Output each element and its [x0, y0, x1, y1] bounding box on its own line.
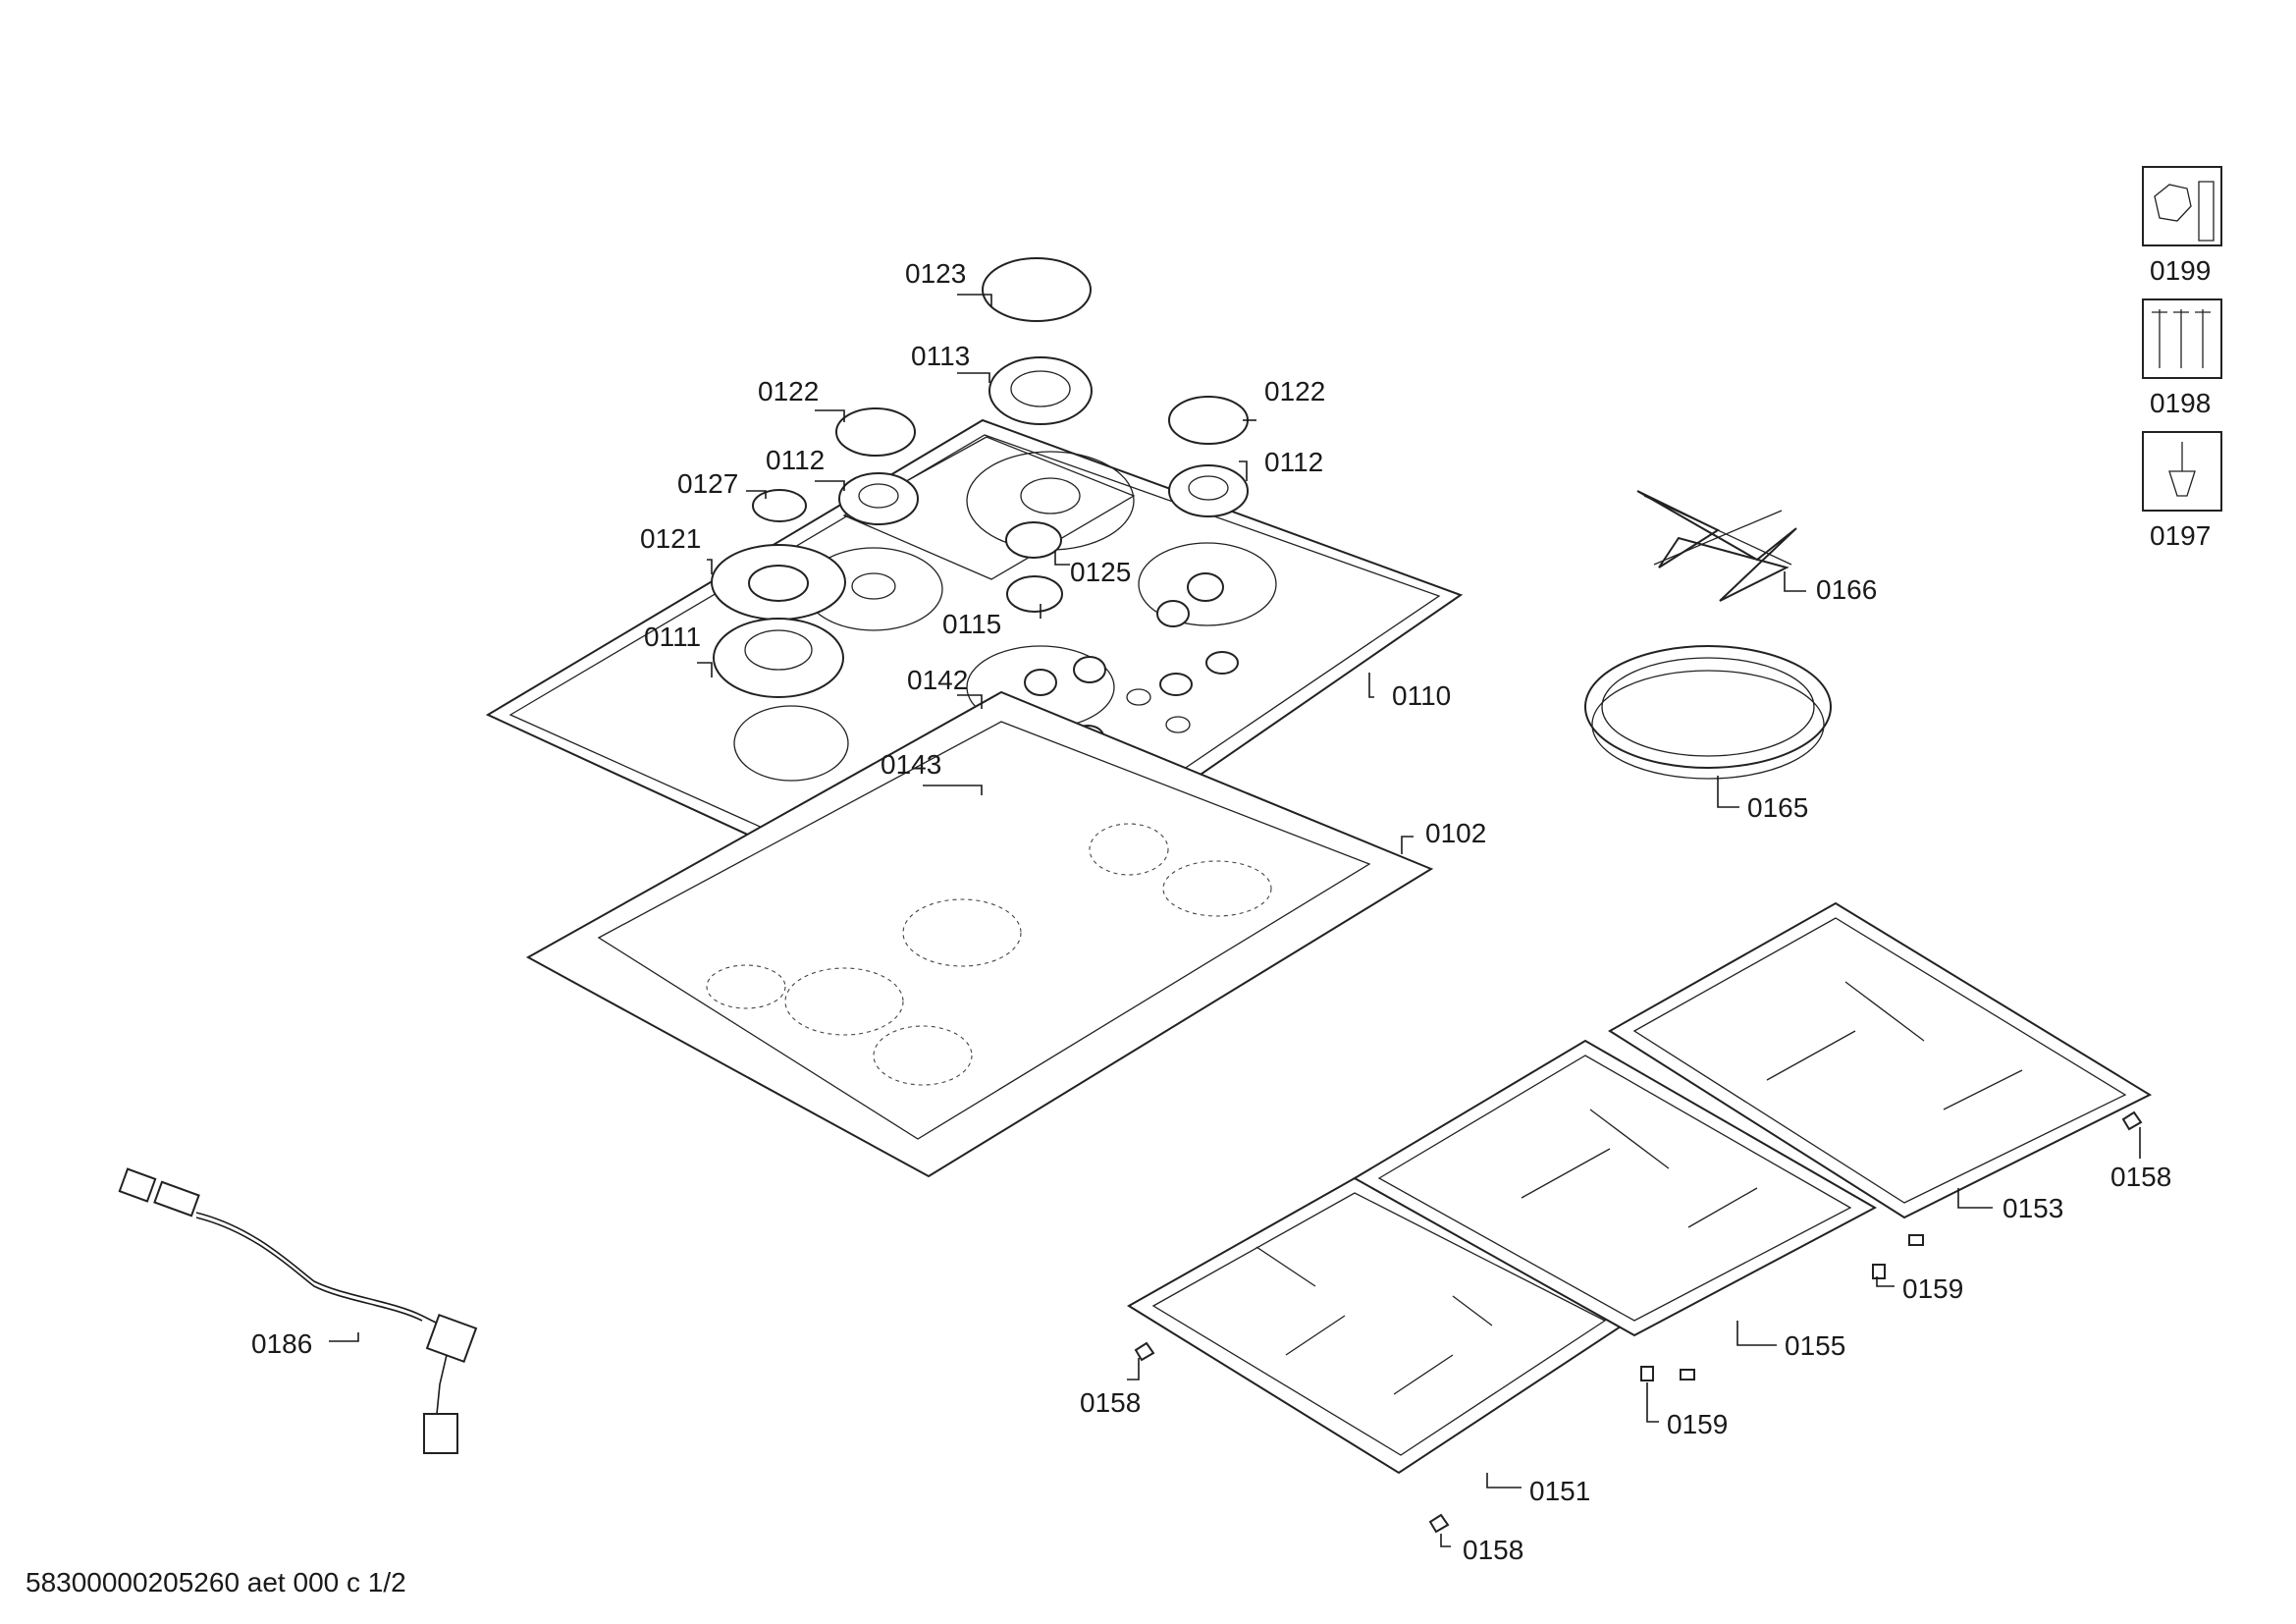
icon-label-0197: 0197	[2150, 520, 2211, 551]
callout-0186: 0186	[251, 1328, 312, 1359]
wok-burner	[713, 618, 844, 698]
callout-0158-left: 0158	[1080, 1387, 1141, 1418]
callout-0158-right: 0158	[2110, 1162, 2171, 1192]
pan-support-0155	[1353, 1039, 1878, 1337]
hob-bottom-tray	[525, 690, 1434, 1178]
pan-support-0153	[1608, 901, 2153, 1219]
callout-0159-left: 0159	[1667, 1409, 1728, 1439]
callout-0121: 0121	[640, 523, 701, 554]
screwdriver-icon	[2142, 431, 2222, 512]
callout-labels: 0123 0113 0122 0122 0112 0112 0127 0121 …	[251, 255, 2211, 1565]
callout-0112-left: 0112	[766, 445, 825, 475]
burners	[711, 257, 1249, 698]
callout-0127: 0127	[677, 468, 738, 499]
callout-0159-right: 0159	[1902, 1273, 1963, 1304]
wok-support-ring	[1584, 645, 1832, 780]
wok-support-cross	[1636, 490, 1797, 602]
screws-icon	[2142, 298, 2222, 379]
burner-cap-aux	[1005, 521, 1062, 559]
callout-0112-right: 0112	[1264, 447, 1323, 477]
burner-cap-small	[752, 489, 807, 522]
burner-large	[988, 356, 1093, 425]
callout-0151: 0151	[1529, 1476, 1590, 1506]
callout-0142: 0142	[907, 665, 968, 695]
callout-0115: 0115	[942, 609, 1001, 639]
burner-left	[838, 472, 919, 525]
power-cable	[118, 1167, 478, 1454]
nut-wrench-icon	[2142, 166, 2222, 246]
callout-0110: 0110	[1392, 680, 1451, 711]
burner-cap-large	[982, 257, 1092, 322]
callout-0102: 0102	[1425, 818, 1486, 848]
burner-cap-left	[835, 407, 916, 457]
callout-0143: 0143	[881, 749, 941, 780]
callout-0113: 0113	[911, 341, 970, 371]
document-footer: 58300000205260 aet 000 c 1/2	[26, 1567, 406, 1597]
callout-0158-bottom: 0158	[1463, 1535, 1523, 1565]
callout-0166: 0166	[1816, 574, 1877, 605]
icon-label-0198: 0198	[2150, 388, 2211, 418]
icon-label-0199: 0199	[2150, 255, 2211, 286]
rubber-feet	[1134, 1110, 2143, 1534]
burner-aux	[1006, 575, 1063, 613]
callout-0122-right: 0122	[1264, 376, 1325, 406]
burner-cap-right	[1168, 396, 1249, 445]
callout-0153: 0153	[2002, 1193, 2063, 1223]
burner-right	[1168, 464, 1249, 517]
callout-0125: 0125	[1070, 557, 1131, 587]
leader-lines	[329, 294, 2141, 1547]
callout-0122-left: 0122	[758, 376, 819, 406]
callout-0123: 0123	[905, 258, 966, 289]
callout-0111: 0111	[644, 622, 701, 652]
callout-0165: 0165	[1747, 792, 1808, 823]
callout-0155: 0155	[1785, 1330, 1845, 1361]
